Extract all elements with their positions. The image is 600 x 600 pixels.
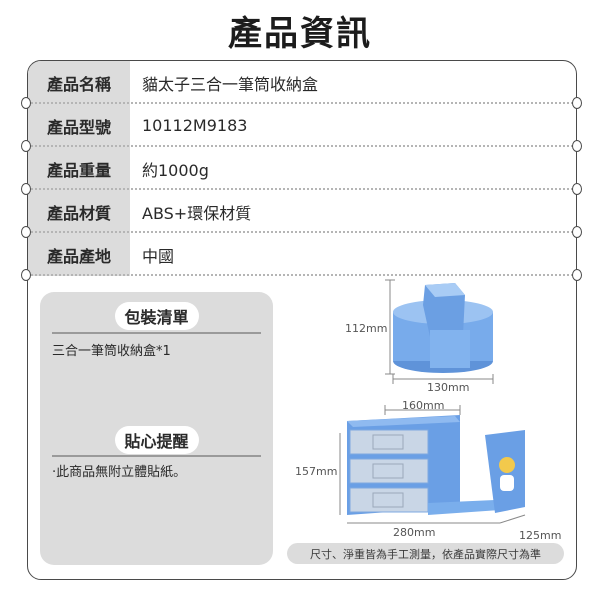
dim-label: 157mm <box>295 465 338 478</box>
spec-row-origin: 產品產地 中國 <box>28 233 576 276</box>
spec-table: 產品名稱 貓太子三合一筆筒收納盒 產品型號 10112M9183 產品重量 約1… <box>28 61 576 276</box>
frame-notch <box>21 140 31 152</box>
spec-label: 產品重量 <box>28 147 130 190</box>
dim-label: 280mm <box>393 526 436 539</box>
pen-holder-icon <box>385 279 494 384</box>
divider <box>52 455 261 457</box>
spec-value: ABS+環保材質 <box>142 203 252 223</box>
reminder-item: ‧此商品無附立體貼紙。 <box>52 465 187 480</box>
spec-value: 貓太子三合一筆筒收納盒 <box>142 74 319 94</box>
frame-notch <box>21 226 31 238</box>
drawer-unit-icon <box>339 405 526 524</box>
product-image <box>339 279 526 524</box>
spec-label: 產品名稱 <box>28 61 130 104</box>
spec-label: 產品產地 <box>28 233 130 276</box>
frame-notch <box>572 183 582 195</box>
package-item: 三合一筆筒收納盒*1 <box>52 344 171 359</box>
frame-notch <box>572 269 582 281</box>
package-heading: 包裝清單 <box>114 302 199 330</box>
dim-label: 125mm <box>519 529 562 542</box>
dim-label: 112mm <box>345 322 388 335</box>
divider <box>52 332 261 334</box>
frame-notch <box>21 97 31 109</box>
info-panel: 包裝清單 三合一筆筒收納盒*1 貼心提醒 ‧此商品無附立體貼紙。 <box>40 292 273 565</box>
measurement-note: 尺寸、淨重皆為手工測量，依產品實際尺寸為準 <box>287 543 564 564</box>
spec-row-model: 產品型號 10112M9183 <box>28 104 576 147</box>
frame-notch <box>572 97 582 109</box>
spec-row-material: 產品材質 ABS+環保材質 <box>28 190 576 233</box>
product-illustration: 112mm 130mm 160mm 157mm 280mm 125mm <box>285 275 575 565</box>
spec-label: 產品型號 <box>28 104 130 147</box>
dim-label: 130mm <box>427 381 470 394</box>
spec-value: 約1000g <box>142 160 209 180</box>
frame-notch <box>21 269 31 281</box>
page-title: 產品資訊 <box>228 14 372 54</box>
frame-notch <box>21 183 31 195</box>
spec-row-name: 產品名稱 貓太子三合一筆筒收納盒 <box>28 61 576 104</box>
spec-value: 10112M9183 <box>142 116 248 135</box>
reminder-heading: 貼心提醒 <box>114 426 199 454</box>
spec-value: 中國 <box>142 246 175 266</box>
spec-label: 產品材質 <box>28 190 130 233</box>
frame-notch <box>572 140 582 152</box>
dim-label: 160mm <box>402 399 445 412</box>
spec-row-weight: 產品重量 約1000g <box>28 147 576 190</box>
frame-notch <box>572 226 582 238</box>
